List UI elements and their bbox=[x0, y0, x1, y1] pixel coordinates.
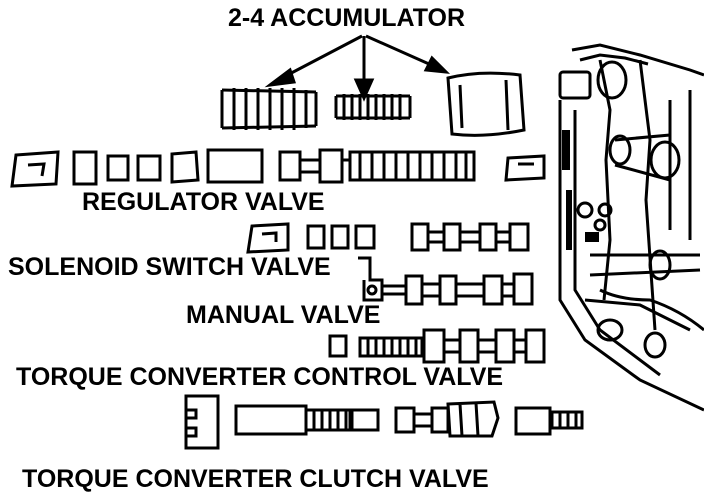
label-manual-valve: MANUAL VALVE bbox=[186, 301, 380, 329]
accumulator-arrows bbox=[264, 34, 451, 102]
accumulator-spring-small bbox=[334, 94, 412, 120]
label-torque-converter-clutch-valve: TORQUE CONVERTER CLUTCH VALVE bbox=[22, 465, 489, 493]
regulator-parts bbox=[10, 148, 546, 188]
label-solenoid-switch-valve: SOLENOID SWITCH VALVE bbox=[8, 253, 331, 281]
tcc-clutch-parts bbox=[184, 394, 584, 450]
solenoid-parts bbox=[246, 222, 530, 254]
label-torque-converter-control-valve: TORQUE CONVERTER CONTROL VALVE bbox=[16, 363, 503, 391]
label-2-4-accumulator: 2-4 ACCUMULATOR bbox=[228, 4, 465, 32]
tcc-control-parts bbox=[328, 328, 546, 364]
accumulator-piston bbox=[446, 71, 526, 137]
accumulator-spring-large bbox=[220, 88, 318, 130]
valve-body-casting bbox=[558, 43, 704, 412]
label-regulator-valve: REGULATOR VALVE bbox=[82, 188, 325, 216]
manual-parts bbox=[358, 256, 534, 306]
